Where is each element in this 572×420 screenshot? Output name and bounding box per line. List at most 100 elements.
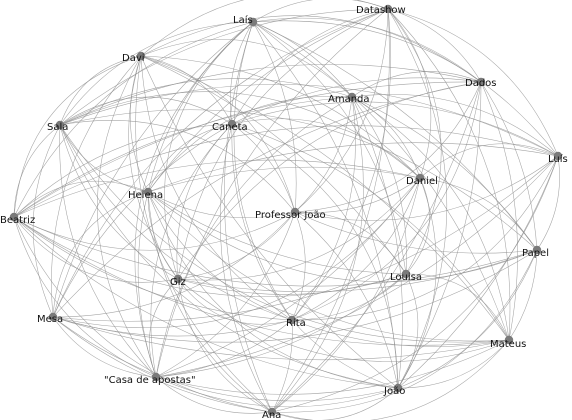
graph-edge (128, 55, 179, 280)
graph-edge (32, 124, 61, 318)
graph-node-professor-joao: Professor João (255, 207, 326, 221)
graph-edge (155, 211, 296, 378)
node-label: João (383, 386, 405, 397)
graph-edge (13, 216, 407, 297)
node-label: Sala (47, 122, 68, 133)
graph-edge (351, 96, 510, 341)
graph-edge (219, 123, 273, 413)
node-marker (532, 245, 542, 255)
node-marker (290, 207, 300, 217)
graph-edge (294, 211, 399, 389)
graph-edge (52, 316, 399, 402)
node-marker (415, 173, 425, 183)
graph-edge (155, 376, 273, 414)
node-marker (553, 151, 563, 161)
graph-edge (271, 319, 293, 413)
graph-node-davi: Davi (122, 51, 146, 64)
graph-edge (177, 177, 421, 281)
node-label: Papel (522, 248, 549, 259)
graph-edge (13, 216, 179, 283)
node-marker (248, 17, 258, 27)
graph-edge (52, 8, 389, 318)
graph-edge (147, 21, 254, 193)
graph-edge (351, 94, 559, 157)
node-marker (401, 269, 411, 279)
graph-edge (231, 123, 399, 389)
graph-edge (147, 8, 389, 193)
graph-edge (351, 96, 407, 275)
graph-edge (177, 8, 389, 280)
node-label: Helena (128, 190, 163, 201)
graph-edge (291, 155, 559, 321)
node-label: Rita (286, 318, 306, 329)
graph-edge (140, 55, 421, 179)
graph-edge (147, 142, 559, 193)
graph-edge (271, 8, 390, 413)
graph-edge (52, 191, 149, 318)
graph-edge (59, 78, 353, 126)
graph-node-luis: Luís (548, 151, 568, 165)
graph-edge (397, 273, 419, 389)
node-marker (347, 92, 357, 102)
graph-edge (271, 177, 421, 413)
graph-edge (405, 273, 510, 341)
graph-edge (351, 96, 403, 389)
graph-edge (134, 21, 254, 378)
graph-edge (351, 71, 482, 98)
graph-edge (252, 21, 510, 341)
graph-edge (177, 278, 273, 413)
graph-edge (294, 96, 353, 213)
graph-edge (140, 55, 233, 125)
graph-edge (224, 21, 273, 413)
graph-edge (59, 120, 296, 213)
graph-edge (155, 273, 407, 378)
graph-node-lais: Laís (233, 14, 258, 27)
graph-node-louisa: Louisa (390, 269, 422, 283)
graph-edge (147, 191, 296, 219)
graph-edge (13, 125, 559, 218)
graph-edge (387, 8, 559, 157)
node-marker (287, 315, 297, 325)
node-marker (227, 119, 237, 129)
graph-edge (59, 8, 389, 126)
graph-edge (149, 278, 179, 378)
node-label: Caneta (212, 122, 248, 133)
node-label: Datashow (356, 5, 406, 16)
graph-node-ana: Ana (262, 407, 281, 420)
node-marker (151, 372, 161, 382)
graph-edge (271, 249, 538, 413)
graph-edge (147, 191, 273, 413)
graph-edge (147, 191, 407, 275)
graph-edge (231, 8, 389, 125)
graph-edge (59, 64, 482, 126)
graph-node-daniel: Daniel (406, 173, 438, 187)
node-label: Beatriz (0, 215, 35, 226)
graph-edge (155, 376, 399, 408)
node-label: Ana (262, 410, 281, 420)
graph-edge (419, 177, 538, 251)
graph-edge (52, 249, 538, 343)
graph-edge (231, 101, 559, 157)
graph-edge (13, 216, 538, 287)
graph-edge (397, 339, 510, 389)
graph-edge (291, 211, 306, 321)
graph-edge (177, 273, 407, 295)
graph-edge (147, 123, 233, 193)
graph-edge (419, 143, 559, 179)
graph-edge (52, 177, 421, 328)
node-marker (173, 274, 183, 284)
graph-node-sala: Sala (47, 120, 68, 133)
node-marker (504, 335, 514, 345)
node-marker (393, 383, 403, 393)
graph-edge (13, 216, 510, 346)
graph-edge (13, 81, 482, 218)
graph-edge (252, 20, 559, 157)
node-label: Davi (122, 53, 145, 64)
graph-edge (155, 96, 353, 378)
graph-edge (387, 8, 442, 275)
graph-edge (294, 177, 421, 213)
graph-edge (252, 21, 297, 213)
node-label: Luís (548, 153, 568, 165)
graph-edges (13, 0, 560, 420)
